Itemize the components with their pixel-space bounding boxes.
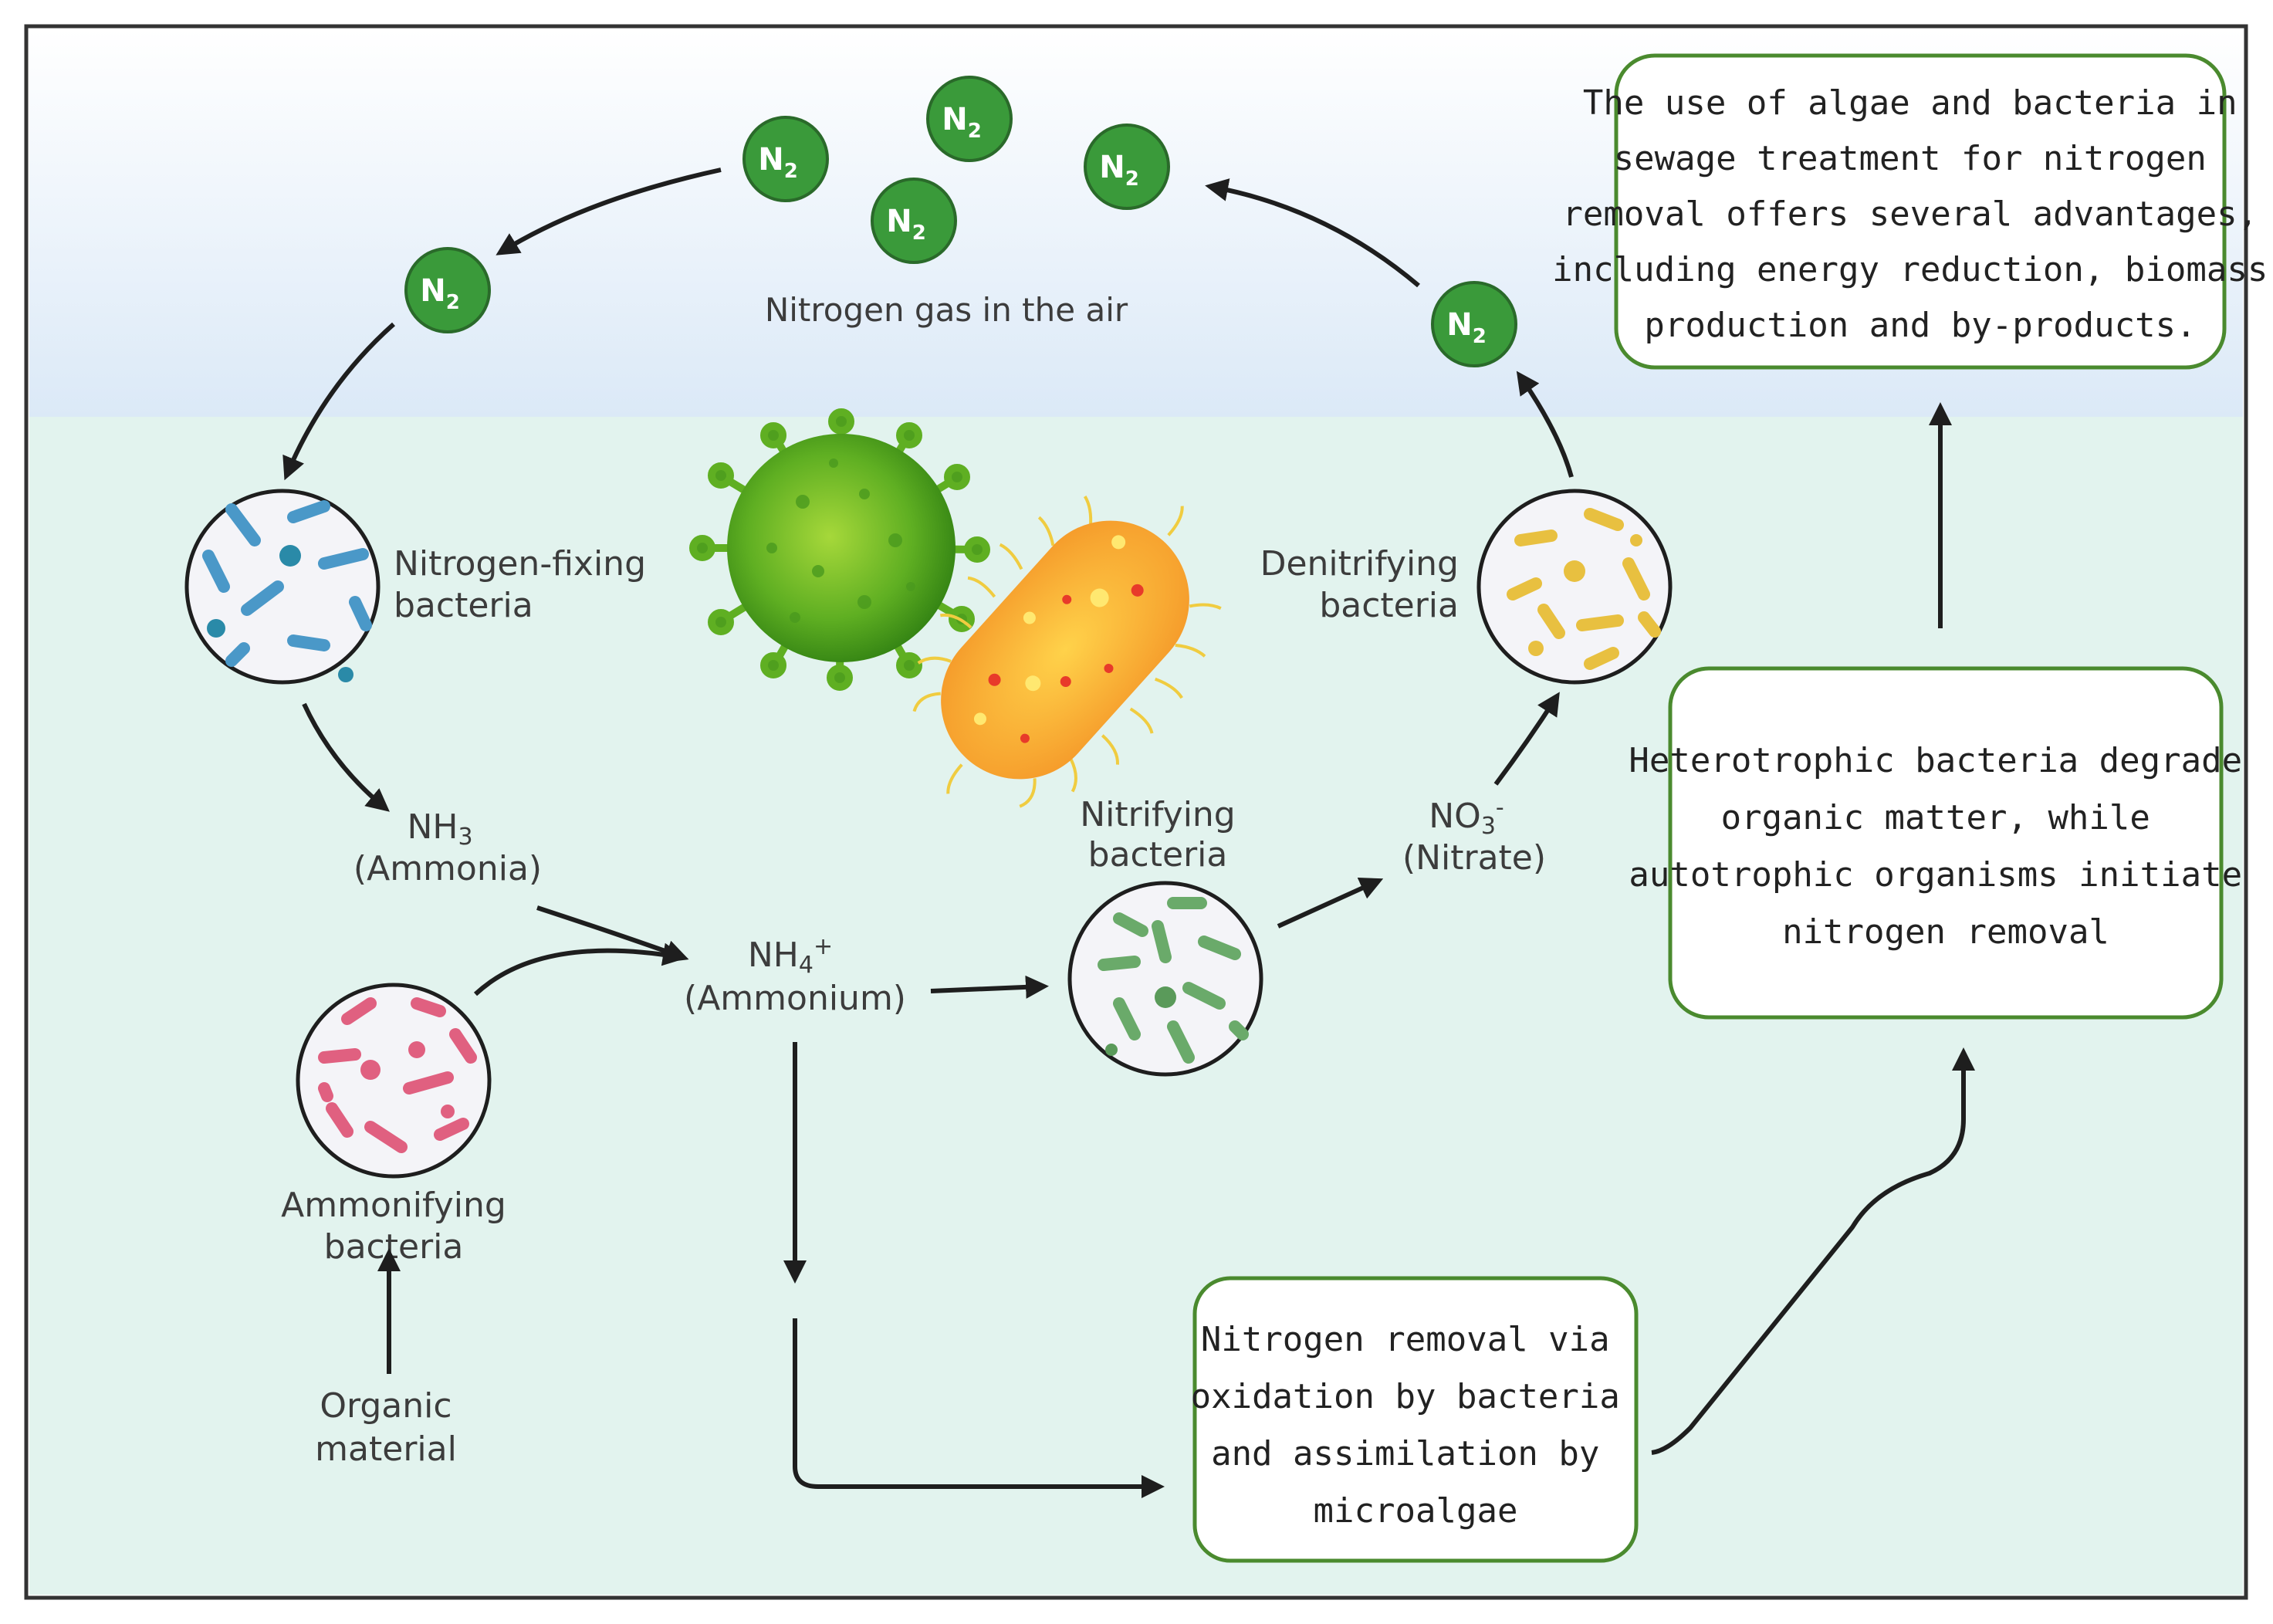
svg-text:N2: N2 [1446, 307, 1487, 348]
n2-molecule-4: N2 [1084, 123, 1170, 210]
arrow-air-to-n2 [496, 167, 722, 255]
n2-molecule-6: N2 [1431, 281, 1517, 367]
nitrogen-fixing-bacteria-icon [184, 489, 381, 685]
svg-text:The use of algae and bacteria: The use of algae and bacteria in sewage … [1552, 83, 2273, 345]
air-label: Nitrogen gas in the air [765, 291, 1128, 329]
svg-text:N2: N2 [886, 204, 926, 245]
box-bottom: Nitrogen removal via oxidation by bacter… [1191, 1276, 1641, 1563]
box-top: The use of algae and bacteria in sewage … [1552, 53, 2273, 370]
ammonifying-bacteria-icon [296, 983, 492, 1179]
n2-molecule-1: N2 [742, 116, 829, 202]
n2-molecule-3: N2 [871, 178, 957, 264]
arrow-denitrifying-to-n2 [1516, 370, 1574, 478]
svg-text:N2: N2 [758, 142, 798, 183]
arrow-n2-to-air [1205, 178, 1420, 288]
svg-text:Nitrogen removal via oxi: Nitrogen removal via oxidation by bacter… [1191, 1320, 1641, 1531]
arrow-no3-to-denitrifying [1493, 692, 1560, 786]
svg-text:N2: N2 [1099, 150, 1139, 191]
virus-icon [689, 408, 990, 691]
box-middle: Heterotrophic bacteria degrade organic m… [1629, 666, 2262, 1020]
n2-molecule-2: N2 [926, 76, 1013, 162]
nh4-name: (Ammonium) [684, 979, 906, 1018]
svg-text:N2: N2 [420, 273, 460, 314]
arrow-ammonifying-to-nh4 [473, 942, 686, 996]
nh4-formula: NH4+ [748, 933, 833, 979]
arrow-nitrifying-to-no3 [1277, 878, 1384, 929]
no3-name: (Nitrate) [1402, 838, 1546, 878]
no3-formula: NO3- [1429, 794, 1503, 840]
bacterium-icon [912, 496, 1222, 808]
nh3-formula: NH3 [407, 807, 472, 851]
svg-text:Heterotrophic bacteria degrade: Heterotrophic bacteria degrade organic m… [1629, 741, 2262, 952]
frame-outer [24, 24, 2248, 1600]
denitrifying-bacteria-icon [1476, 489, 1673, 685]
arrow-bottom-to-middle-box [1651, 1047, 1975, 1455]
arrow-fixing-to-nh3 [302, 702, 390, 812]
arrow-nh4-to-nitrifying [930, 975, 1049, 999]
n2-molecule-5: N2 [404, 247, 491, 333]
arrow-n2-to-fixing [282, 322, 395, 481]
nh3-name: (Ammonia) [353, 849, 542, 888]
nitrifying-bacteria-icon [1067, 881, 1263, 1077]
svg-text:N2: N2 [942, 102, 982, 143]
arrow-to-bottom-box [793, 1318, 1165, 1498]
